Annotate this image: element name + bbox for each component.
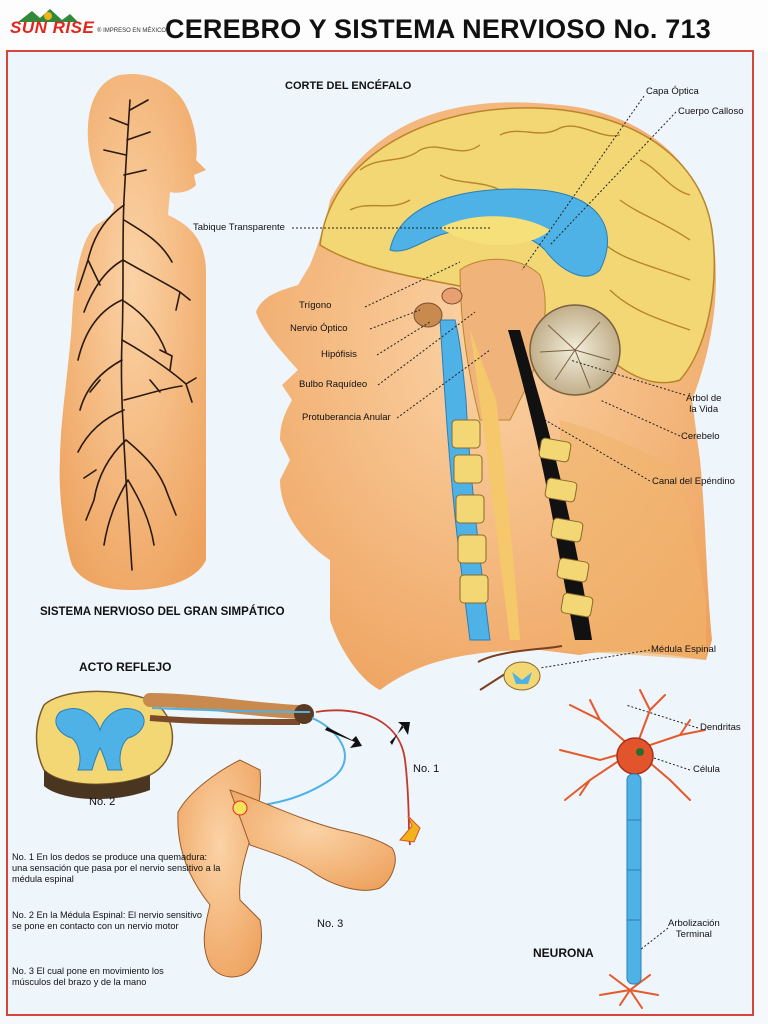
pituitary-area [413, 287, 463, 328]
sympathetic-title: SISTEMA NERVIOSO DEL GRAN SIMPÁTICO [40, 606, 285, 618]
label-arbolizacion: Arbolización Terminal [668, 918, 720, 940]
neuron-drawing [559, 689, 706, 1009]
sunrise-logo-icon [18, 9, 78, 22]
label-no2: No. 2 [89, 796, 116, 808]
neuron-title: NEURONA [533, 946, 594, 960]
label-bulbo: Bulbo Raquídeo [299, 379, 368, 390]
reflex-spinal-cord [35, 690, 314, 800]
nerve-tree [77, 99, 197, 571]
spinal-column [439, 319, 594, 641]
brain-section-title: CORTE DEL ENCÉFALO [285, 80, 412, 92]
note-3: No. 3 El cual pone en movimiento los mús… [12, 966, 164, 987]
label-trigono: Trígono [299, 300, 332, 311]
label-dendritas: Dendritas [700, 722, 741, 733]
label-arbolizacion-line1: Arbolización [668, 918, 720, 929]
label-cuerpo-calloso: Cuerpo Calloso [678, 106, 744, 117]
label-no3: No. 3 [317, 918, 344, 930]
label-capa-optica: Capa Óptica [646, 86, 699, 97]
label-medula-espinal: Médula Espinal [651, 644, 716, 655]
brand-name: SUN RISE [10, 18, 95, 37]
cerebellum [529, 304, 621, 396]
label-no1: No. 1 [413, 763, 440, 775]
cerebrum [319, 107, 715, 421]
reflex-title: ACTO REFLEJO [79, 660, 172, 674]
body-silhouette [59, 74, 207, 590]
note-2: No. 2 En la Médula Espinal: El nervio se… [12, 910, 202, 931]
reflex-arrows [325, 722, 410, 748]
brand-tagline: ® IMPRESO EN MÉXICO [97, 28, 167, 34]
label-tabique: Tabique Transparente [193, 222, 285, 233]
page-title: CEREBRO Y SISTEMA NERVIOSO No. 713 [165, 14, 711, 44]
leader-lines [292, 95, 699, 951]
label-celula: Célula [693, 764, 720, 775]
label-arbol-line2: la Vida [689, 404, 719, 415]
label-arbolizacion-line2: Terminal [675, 929, 712, 940]
arm-hands [177, 759, 421, 978]
label-arbol-line1: Árbol de [686, 393, 722, 404]
header: SUN RISE ® IMPRESO EN MÉXICO CEREBRO Y S… [0, 0, 768, 52]
label-hipofisis: Hipófisis [321, 349, 357, 360]
label-arbol-vida: Árbol de la Vida [686, 393, 721, 415]
label-protuberancia: Protuberancia Anular [302, 412, 391, 423]
label-cerebelo: Cerebelo [681, 431, 720, 442]
label-nervio-optico: Nervio Óptico [290, 323, 348, 334]
note-1: No. 1 En los dedos se produce una quemad… [12, 852, 221, 884]
spinal-cord-section-small [477, 645, 563, 691]
label-canal-ependino: Canal del Epéndino [652, 476, 735, 487]
